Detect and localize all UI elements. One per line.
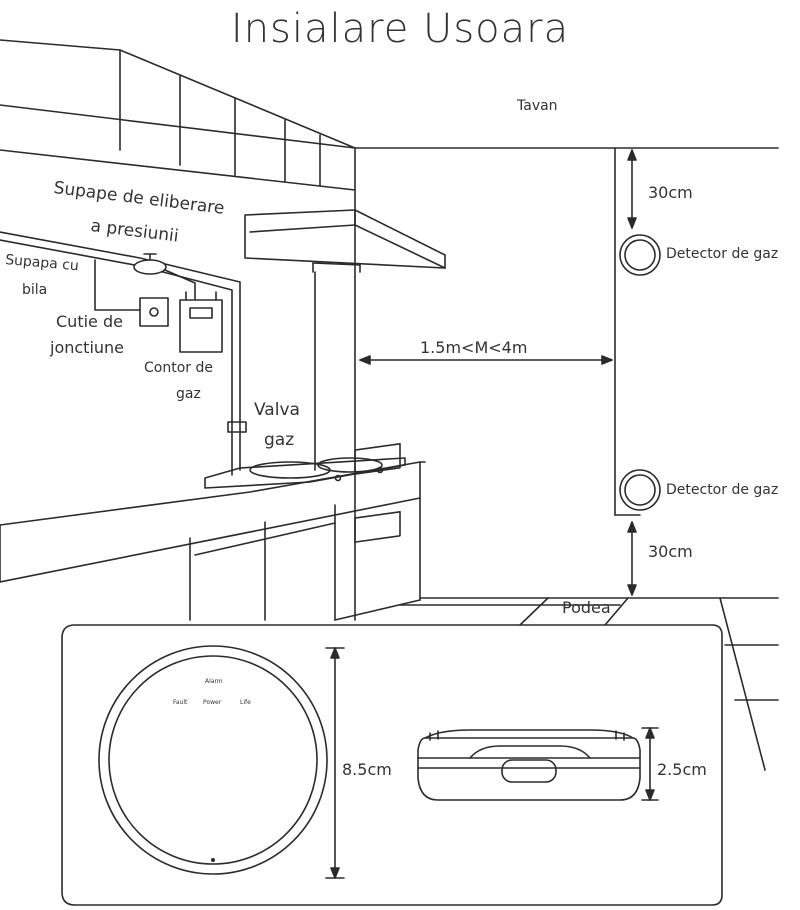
device-diameter-label: 8.5cm	[342, 760, 392, 779]
distance-top-label: 30cm	[648, 183, 693, 202]
stove	[204, 457, 406, 489]
device-height-label: 2.5cm	[657, 760, 707, 779]
device-panel	[61, 624, 723, 906]
gas-meter-label-line2: gaz	[176, 386, 201, 402]
floor-lines	[399, 597, 779, 771]
wall-cabinets	[0, 39, 356, 216]
gas-valve-label-line1: Valva	[254, 400, 300, 420]
gas-valve-label-line2: gaz	[264, 430, 295, 450]
ball-valve-label-line2: bila	[22, 282, 48, 298]
indicator-fault: Fault	[173, 699, 188, 706]
indicator-alarm: Alarm	[205, 678, 223, 685]
room-walls	[314, 147, 779, 621]
floor-label: Podea	[562, 598, 611, 617]
detector-top-icon	[619, 234, 661, 276]
counter	[0, 442, 426, 621]
gas-pipes	[0, 231, 247, 476]
detector-top-label: Detector de gaz	[666, 246, 779, 262]
distance-bottom-label: 30cm	[648, 542, 693, 561]
range-hood	[244, 209, 446, 273]
gas-meter-label-line1: Contor de	[144, 360, 213, 376]
indicator-power: Power	[203, 699, 222, 706]
page-title: Insialare Usoara	[230, 6, 570, 52]
detector-side-view	[417, 729, 641, 801]
distance-range-label: 1.5m<M<4m	[420, 338, 528, 357]
detector-front-view	[98, 645, 328, 875]
indicator-life: Life	[240, 699, 251, 706]
junction-box-label-line2: jonctiune	[50, 338, 125, 357]
dimension-arrows	[359, 149, 637, 596]
detector-bottom-icon	[619, 469, 661, 511]
junction-box-label-line1: Cutie de	[56, 312, 123, 331]
ceiling-label: Tavan	[517, 98, 558, 114]
detector-bottom-label: Detector de gaz	[666, 482, 779, 498]
